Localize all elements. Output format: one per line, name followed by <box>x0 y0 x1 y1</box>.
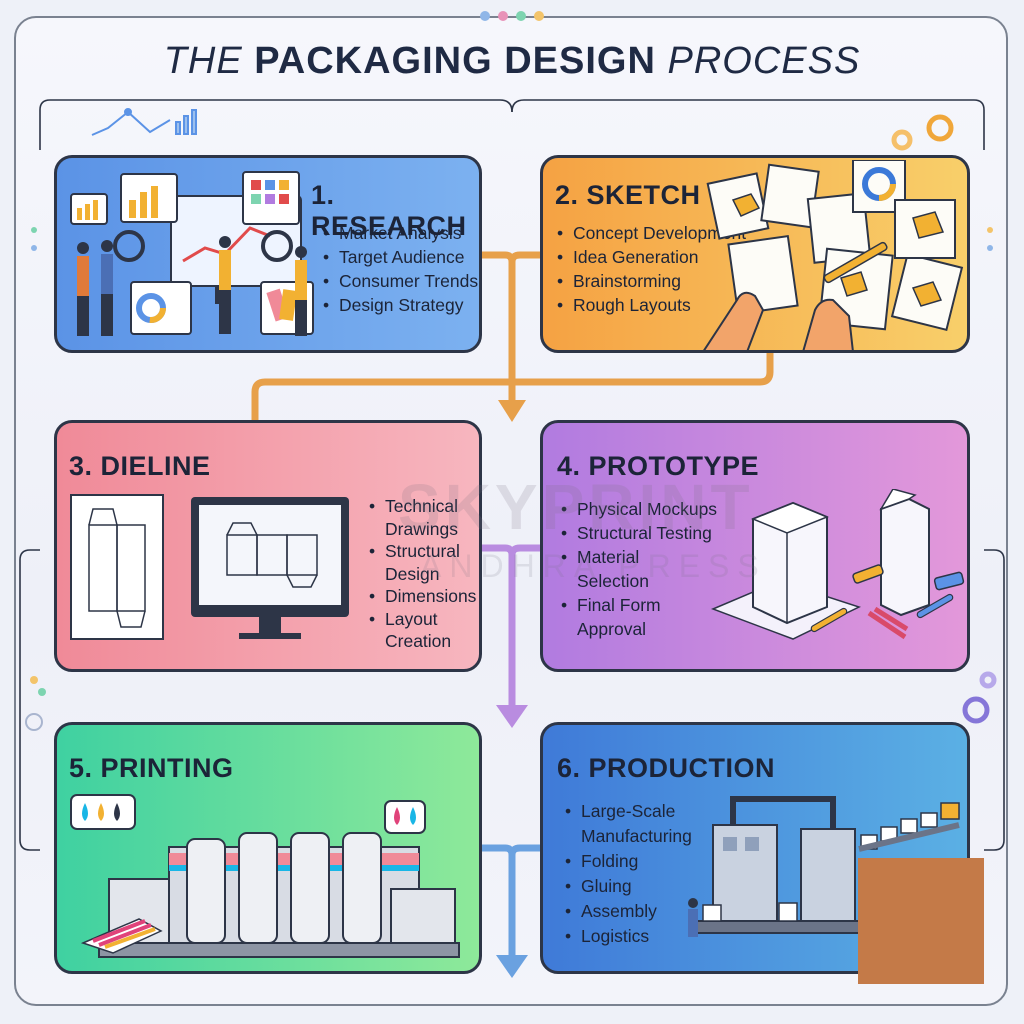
dot-icon <box>498 11 508 21</box>
step-dieline-title: 3. DIELINE <box>69 451 211 481</box>
step-production-title: 6. PRODUCTION <box>557 753 776 783</box>
step-dieline-list: Technical Drawings Structural Design Dim… <box>369 495 476 653</box>
step-printing-title: 5. PRINTING <box>69 753 234 783</box>
color-block <box>858 858 984 984</box>
research-illustration <box>70 171 314 336</box>
list-item-text: Approval <box>577 619 647 639</box>
connector-research-sketch <box>251 251 774 422</box>
title-part-3: PROCESS <box>667 40 861 82</box>
connector-dieline-prototype <box>482 544 540 728</box>
gear-icon <box>891 114 954 151</box>
dot-icon <box>480 11 490 21</box>
step-sketch-panel: 2. SKETCH Concept Development Idea Gener… <box>540 155 970 353</box>
list-item-continuation: Manufacturing <box>565 824 692 849</box>
dieline-illustration <box>70 494 349 640</box>
list-item-text: Selection <box>577 571 649 591</box>
list-item: Logistics <box>565 924 692 949</box>
list-item-continuation: Selection <box>561 569 717 593</box>
connector-printing-production <box>482 844 540 978</box>
line-chart-icon <box>91 108 197 136</box>
side-dots-icon <box>25 227 993 731</box>
list-item: Design Strategy <box>323 293 478 317</box>
step-prototype-panel: 4. PROTOTYPE Physical Mockups Structural… <box>540 420 970 672</box>
title-part-1: THE <box>163 40 243 82</box>
list-item: Material <box>561 545 717 569</box>
list-item-continuation: Drawings <box>369 518 476 541</box>
list-item: Market Analysis <box>323 221 478 245</box>
list-item: Technical <box>369 495 476 518</box>
list-item: Consumer Trends <box>323 269 478 293</box>
step-sketch-title: 2. SKETCH <box>555 180 701 210</box>
dot-icon <box>534 11 544 21</box>
step-sketch-list: Concept Development Idea Generation Brai… <box>557 221 746 317</box>
dot-icon <box>516 11 526 21</box>
list-item: Rough Layouts <box>557 293 746 317</box>
list-item-text: Manufacturing <box>581 826 692 846</box>
sketch-illustration <box>703 160 964 350</box>
list-item: Structural <box>369 540 476 563</box>
list-item-text: Design <box>385 563 440 584</box>
list-item: Target Audience <box>323 245 478 269</box>
list-item: Physical Mockups <box>561 497 717 521</box>
step-production-list: Large-Scale Manufacturing Folding Gluing… <box>565 799 692 949</box>
decor-dots <box>480 11 544 21</box>
prototype-illustration <box>710 489 965 640</box>
list-item: Assembly <box>565 899 692 924</box>
list-item: Gluing <box>565 874 692 899</box>
pencil-icon <box>823 241 888 284</box>
list-item: Idea Generation <box>557 245 746 269</box>
printing-illustration <box>70 794 460 958</box>
title-part-2: PACKAGING DESIGN <box>254 40 656 82</box>
list-item: Structural Testing <box>561 521 717 545</box>
list-item-continuation: Design <box>369 563 476 586</box>
step-research-list: Market Analysis Target Audience Consumer… <box>323 221 478 317</box>
list-item: Dimensions <box>369 585 476 608</box>
list-item: Concept Development <box>557 221 746 245</box>
gear-icon <box>962 671 997 724</box>
ink-drops-icon <box>384 800 426 834</box>
list-item: Large-Scale <box>565 799 692 824</box>
list-item: Brainstorming <box>557 269 746 293</box>
list-item: Folding <box>565 849 692 874</box>
list-item-continuation: Approval <box>561 617 717 641</box>
step-prototype-list: Physical Mockups Structural Testing Mate… <box>561 497 717 641</box>
step-prototype-title: 4. PROTOTYPE <box>557 451 760 481</box>
list-item: Layout <box>369 608 476 631</box>
ink-drops-icon <box>70 794 136 830</box>
list-item-continuation: Creation <box>369 630 476 653</box>
watermark-text: SKYPRINT <box>398 471 754 543</box>
step-research-panel: 1. RESEARCH Market Analysis Target Audie… <box>54 155 482 353</box>
watermark-subtext: ANDHRA PRESS <box>420 548 767 584</box>
step-dieline-panel: 3. DIELINE Technical Drawings Structural… <box>54 420 482 672</box>
list-item: Final Form <box>561 593 717 617</box>
page-title: THE PACKAGING DESIGN PROCESS <box>0 40 1024 83</box>
list-item-text: Drawings <box>385 518 458 539</box>
list-item-text: Creation <box>385 631 452 651</box>
step-printing-panel: 5. PRINTING <box>54 722 482 974</box>
